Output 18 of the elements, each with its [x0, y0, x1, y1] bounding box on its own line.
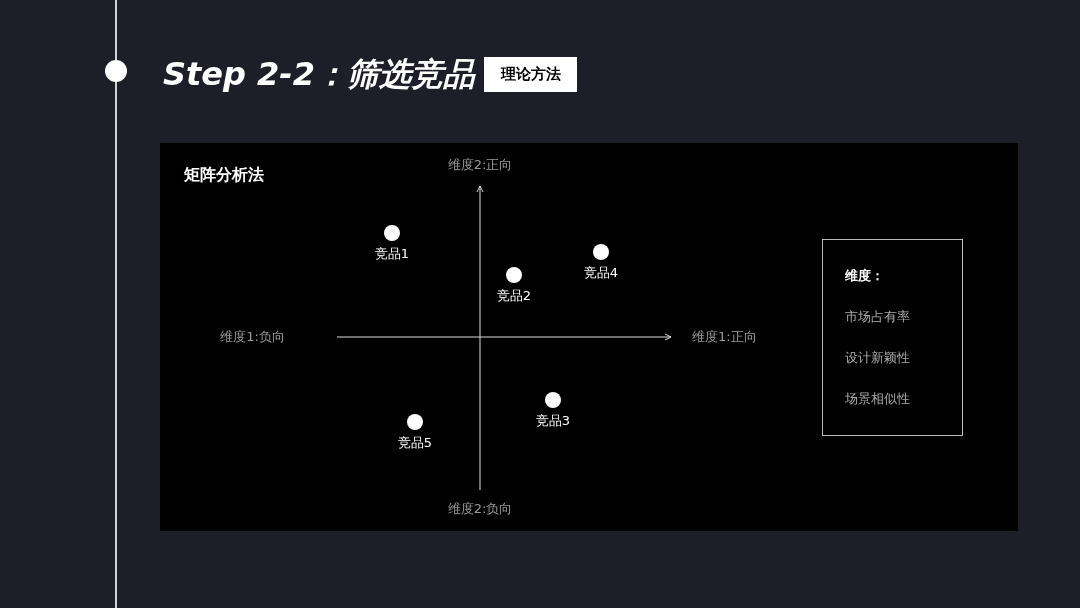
- dimension-item: 设计新颖性: [845, 349, 910, 367]
- dot-label: 竞品5: [396, 434, 434, 452]
- tag-badge: 理论方法: [484, 57, 577, 92]
- dimension-item: 场景相似性: [845, 390, 910, 408]
- axis-label: 维度2:负向: [446, 500, 514, 518]
- dot-label: 竞品1: [373, 245, 411, 263]
- dot-label: 竞品3: [534, 412, 572, 430]
- dimension-item: 市场占有率: [845, 308, 910, 326]
- panel-heading: 矩阵分析法: [184, 165, 264, 186]
- dot-label: 竞品2: [495, 287, 533, 305]
- dot-label: 竞品4: [582, 264, 620, 282]
- chart-panel: [160, 143, 1018, 531]
- axis-label: 维度1:负向: [220, 328, 285, 346]
- axis-label: 维度2:正向: [446, 156, 514, 174]
- box-heading: 维度：: [845, 267, 884, 285]
- axis-label: 维度1:正向: [692, 328, 757, 346]
- dimension-box: [822, 239, 963, 436]
- title: Step 2-2：筛选竞品: [163, 54, 475, 95]
